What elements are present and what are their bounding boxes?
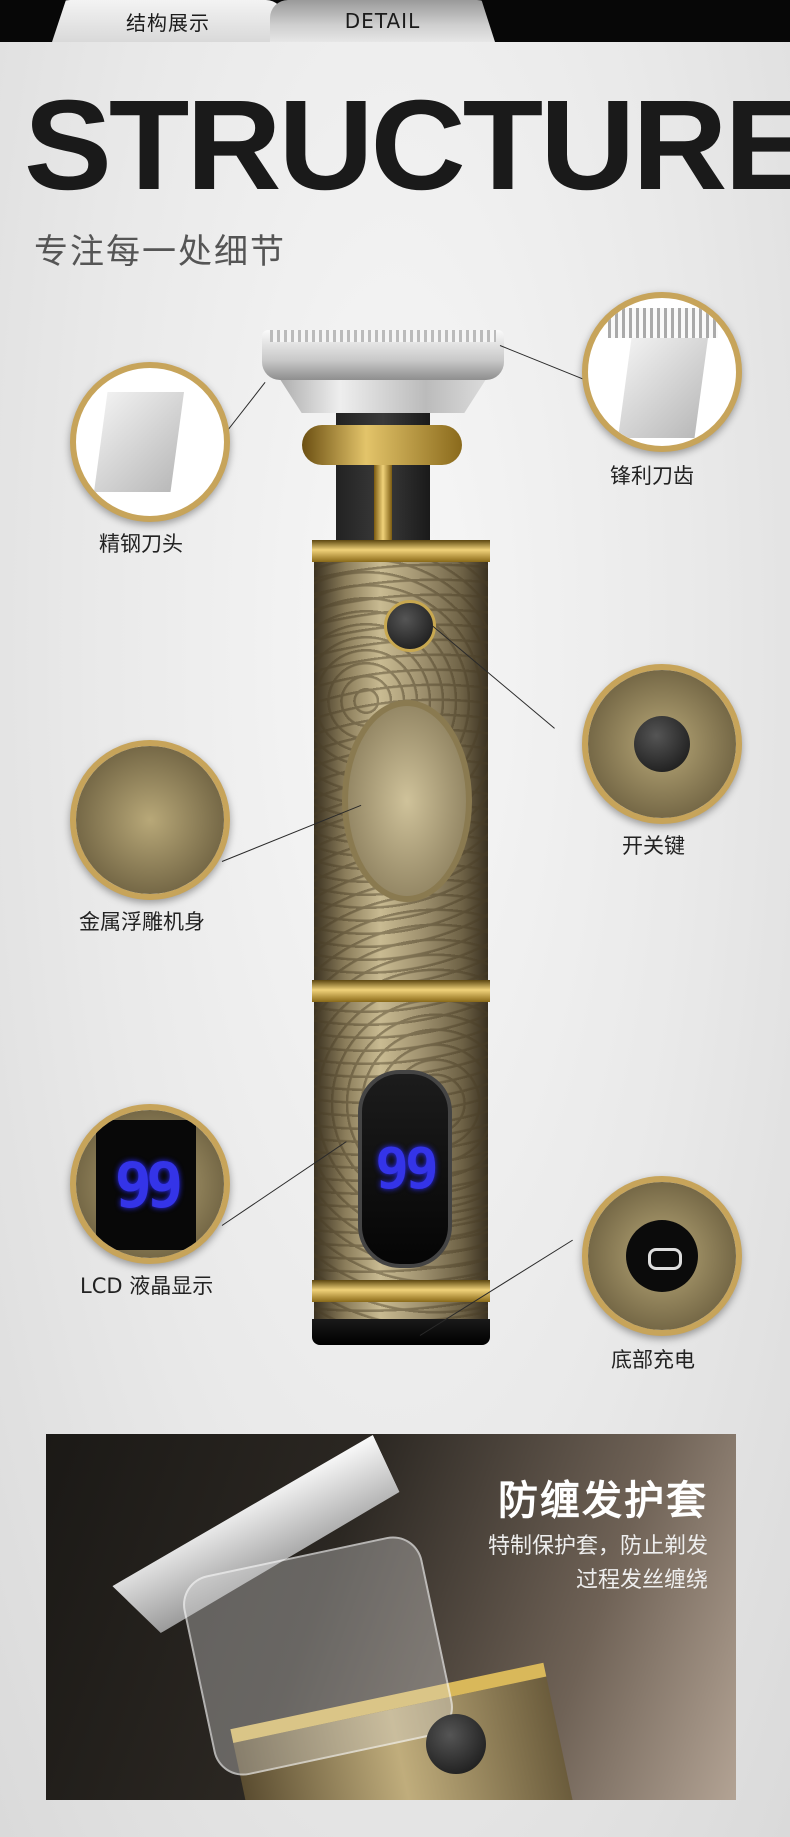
callout-steel-head-label: 精钢刀头 [99, 532, 183, 556]
gold-ring-top [312, 540, 490, 562]
relief-body-thumb [76, 746, 224, 894]
feature-description: 特制保护套，防止剃发 过程发丝缠绕 [488, 1530, 708, 1598]
feature-title: 防缠发护套 [498, 1478, 708, 1524]
charging-port-icon [626, 1220, 698, 1292]
callout-relief-body-label: 金属浮雕机身 [79, 910, 205, 934]
panel-power-button-icon [426, 1714, 486, 1774]
tab-detail[interactable]: DETAIL [270, 0, 495, 42]
callout-charging-image [582, 1176, 742, 1336]
steel-head-thumb [94, 392, 184, 492]
lcd-reading: 99 [375, 1136, 438, 1202]
anti-tangle-feature-panel: 防缠发护套 特制保护套，防止剃发 过程发丝缠绕 [46, 1434, 736, 1800]
callout-power-switch-image [582, 664, 742, 824]
power-switch-thumb-icon [634, 716, 690, 772]
top-tab-bar: 结构展示 DETAIL [0, 0, 790, 42]
trimmer-blade [262, 330, 504, 380]
callout-lcd-image: 99 [70, 1104, 230, 1264]
gold-ring-middle [312, 980, 490, 1002]
lcd-display: 99 [358, 1070, 452, 1268]
feature-description-line1: 特制保护套，防止剃发 [487, 1534, 708, 1559]
callout-charging-label: 底部充电 [611, 1348, 695, 1372]
gold-ring-bottom [312, 1280, 490, 1302]
callout-sharp-teeth-image [582, 292, 742, 452]
callout-lcd-label: LCD 液晶显示 [80, 1274, 214, 1298]
trimmer-body: 99 [312, 540, 490, 1345]
page-title: STRUCTURE [24, 74, 790, 217]
tab-structure[interactable]: 结构展示 [52, 0, 284, 42]
sharp-teeth-thumb [608, 308, 718, 338]
barber-medallion [342, 700, 472, 902]
bottom-cap [312, 1319, 490, 1345]
sharp-teeth-blade-thumb [618, 338, 708, 438]
power-button-icon [384, 600, 436, 652]
trimmer-product-image: 99 [262, 325, 504, 1345]
callout-sharp-teeth-label: 锋利刀齿 [610, 464, 694, 488]
feature-description-line2: 过程发丝缠绕 [575, 1568, 708, 1593]
gold-neck [302, 425, 462, 465]
callout-steel-head-image [70, 362, 230, 522]
connector-line [499, 345, 584, 380]
lcd-thumb: 99 [96, 1120, 196, 1250]
callout-relief-body-image [70, 740, 230, 900]
page-subtitle: 专注每一处细节 [34, 232, 286, 272]
callout-power-switch-label: 开关键 [622, 834, 685, 858]
